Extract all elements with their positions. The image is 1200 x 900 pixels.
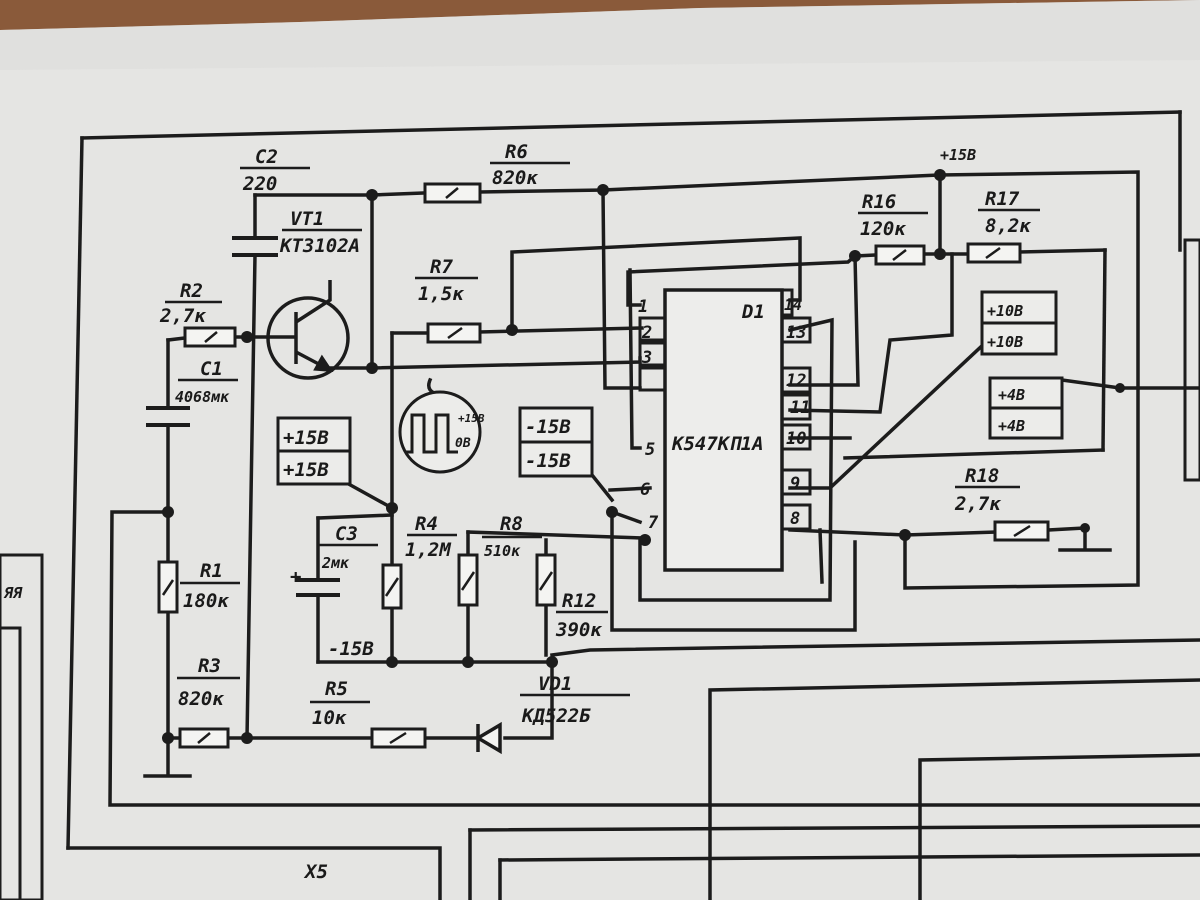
box-right-top-1: +10В (987, 302, 1023, 320)
c2-value: 220 (242, 173, 277, 195)
r3-ref: R3 (198, 655, 221, 677)
box-mid-bottom: -15В (525, 450, 571, 472)
r18-value: 2,7к (954, 493, 1001, 515)
r2-ref: R2 (180, 280, 203, 302)
top-supply-label: +15В (940, 146, 976, 164)
pin-label-10: 10 (786, 429, 806, 449)
pin-label-9: 9 (790, 474, 800, 494)
voltage-boxes (0, 238, 1200, 900)
box-right-top-2: +10В (987, 333, 1023, 351)
pin-label-2: 2 (641, 323, 652, 343)
pin-label-3: 3 (641, 348, 652, 368)
vd1-value: КД522Б (521, 705, 591, 727)
resistor-marks (161, 187, 1031, 745)
r2-value: 2,7к (159, 305, 206, 327)
r16-value: 120к (860, 218, 906, 240)
edge-text: ЯЯ (3, 584, 23, 602)
box-left-bottom: +15В (283, 459, 329, 481)
pin-label-5: 5 (645, 440, 655, 460)
pin-label-7: 7 (648, 513, 659, 533)
pin-label-1: 1 (638, 297, 648, 317)
vd1-ref: VD1 (538, 673, 572, 695)
vd1-symbol (474, 721, 502, 755)
box-mid-top: -15В (525, 416, 571, 438)
r12-ref: R12 (562, 590, 596, 612)
box-right-mid-1: +4В (998, 386, 1025, 404)
connector-label: Х5 (303, 861, 328, 883)
r17-value: 8,2к (985, 215, 1031, 237)
r17-ref: R17 (985, 188, 1020, 210)
vt1-value: КТ3102А (279, 235, 360, 257)
vt1-symbol (266, 280, 350, 380)
r8-value: 510к (484, 542, 521, 560)
capacitors (146, 236, 340, 597)
r4-value: 1,2М (405, 539, 451, 561)
waveform-low: 0В (455, 436, 471, 451)
r6-value: 820к (492, 167, 538, 189)
paper-shadow (0, 0, 1200, 70)
left-block (0, 553, 44, 900)
box-right-mid-2: +4В (998, 417, 1025, 435)
d1-ref: D1 (741, 301, 765, 323)
r1-value: 180к (183, 590, 229, 612)
r18-ref: R18 (965, 465, 999, 487)
pin-label-13: 13 (786, 323, 806, 343)
waveform-high: +15В (458, 412, 485, 425)
r8-ref: R8 (500, 513, 523, 535)
r7-ref: R7 (430, 256, 453, 278)
r4-ref: R4 (415, 513, 438, 535)
box-left-top: +15В (283, 427, 329, 449)
junction-dots (162, 169, 1125, 744)
r5-value: 10к (312, 707, 347, 729)
pin-label-11: 11 (790, 398, 810, 418)
c3-ref: C3 (335, 523, 358, 545)
neg-rail-label: -15В (328, 638, 374, 660)
r6-ref: R6 (505, 141, 528, 163)
r16-ref: R16 (862, 191, 896, 213)
c3-polarity: + (290, 566, 301, 588)
vt1-ref: VT1 (290, 208, 324, 230)
pin-label-14: 14 (784, 296, 802, 314)
c1-ref: C1 (200, 358, 223, 380)
c2-ref: C2 (255, 146, 278, 168)
pin-label-12: 12 (786, 371, 806, 391)
waveform-symbol (398, 390, 482, 474)
c3-value: 2мк (321, 554, 350, 572)
r5-ref: R5 (325, 678, 348, 700)
r3-value: 820к (178, 688, 224, 710)
pin-label-8: 8 (790, 509, 800, 529)
c1-value: 4068мк (175, 388, 230, 406)
r7-value: 1,5к (418, 283, 464, 305)
label-underlines (165, 161, 1040, 704)
r1-ref: R1 (200, 560, 223, 582)
d1-value: К547КП1А (671, 433, 764, 455)
r12-value: 390к (555, 619, 602, 641)
d1-body (663, 288, 784, 572)
d1-ic (638, 288, 812, 572)
pin-label-6: 6 (640, 480, 650, 500)
